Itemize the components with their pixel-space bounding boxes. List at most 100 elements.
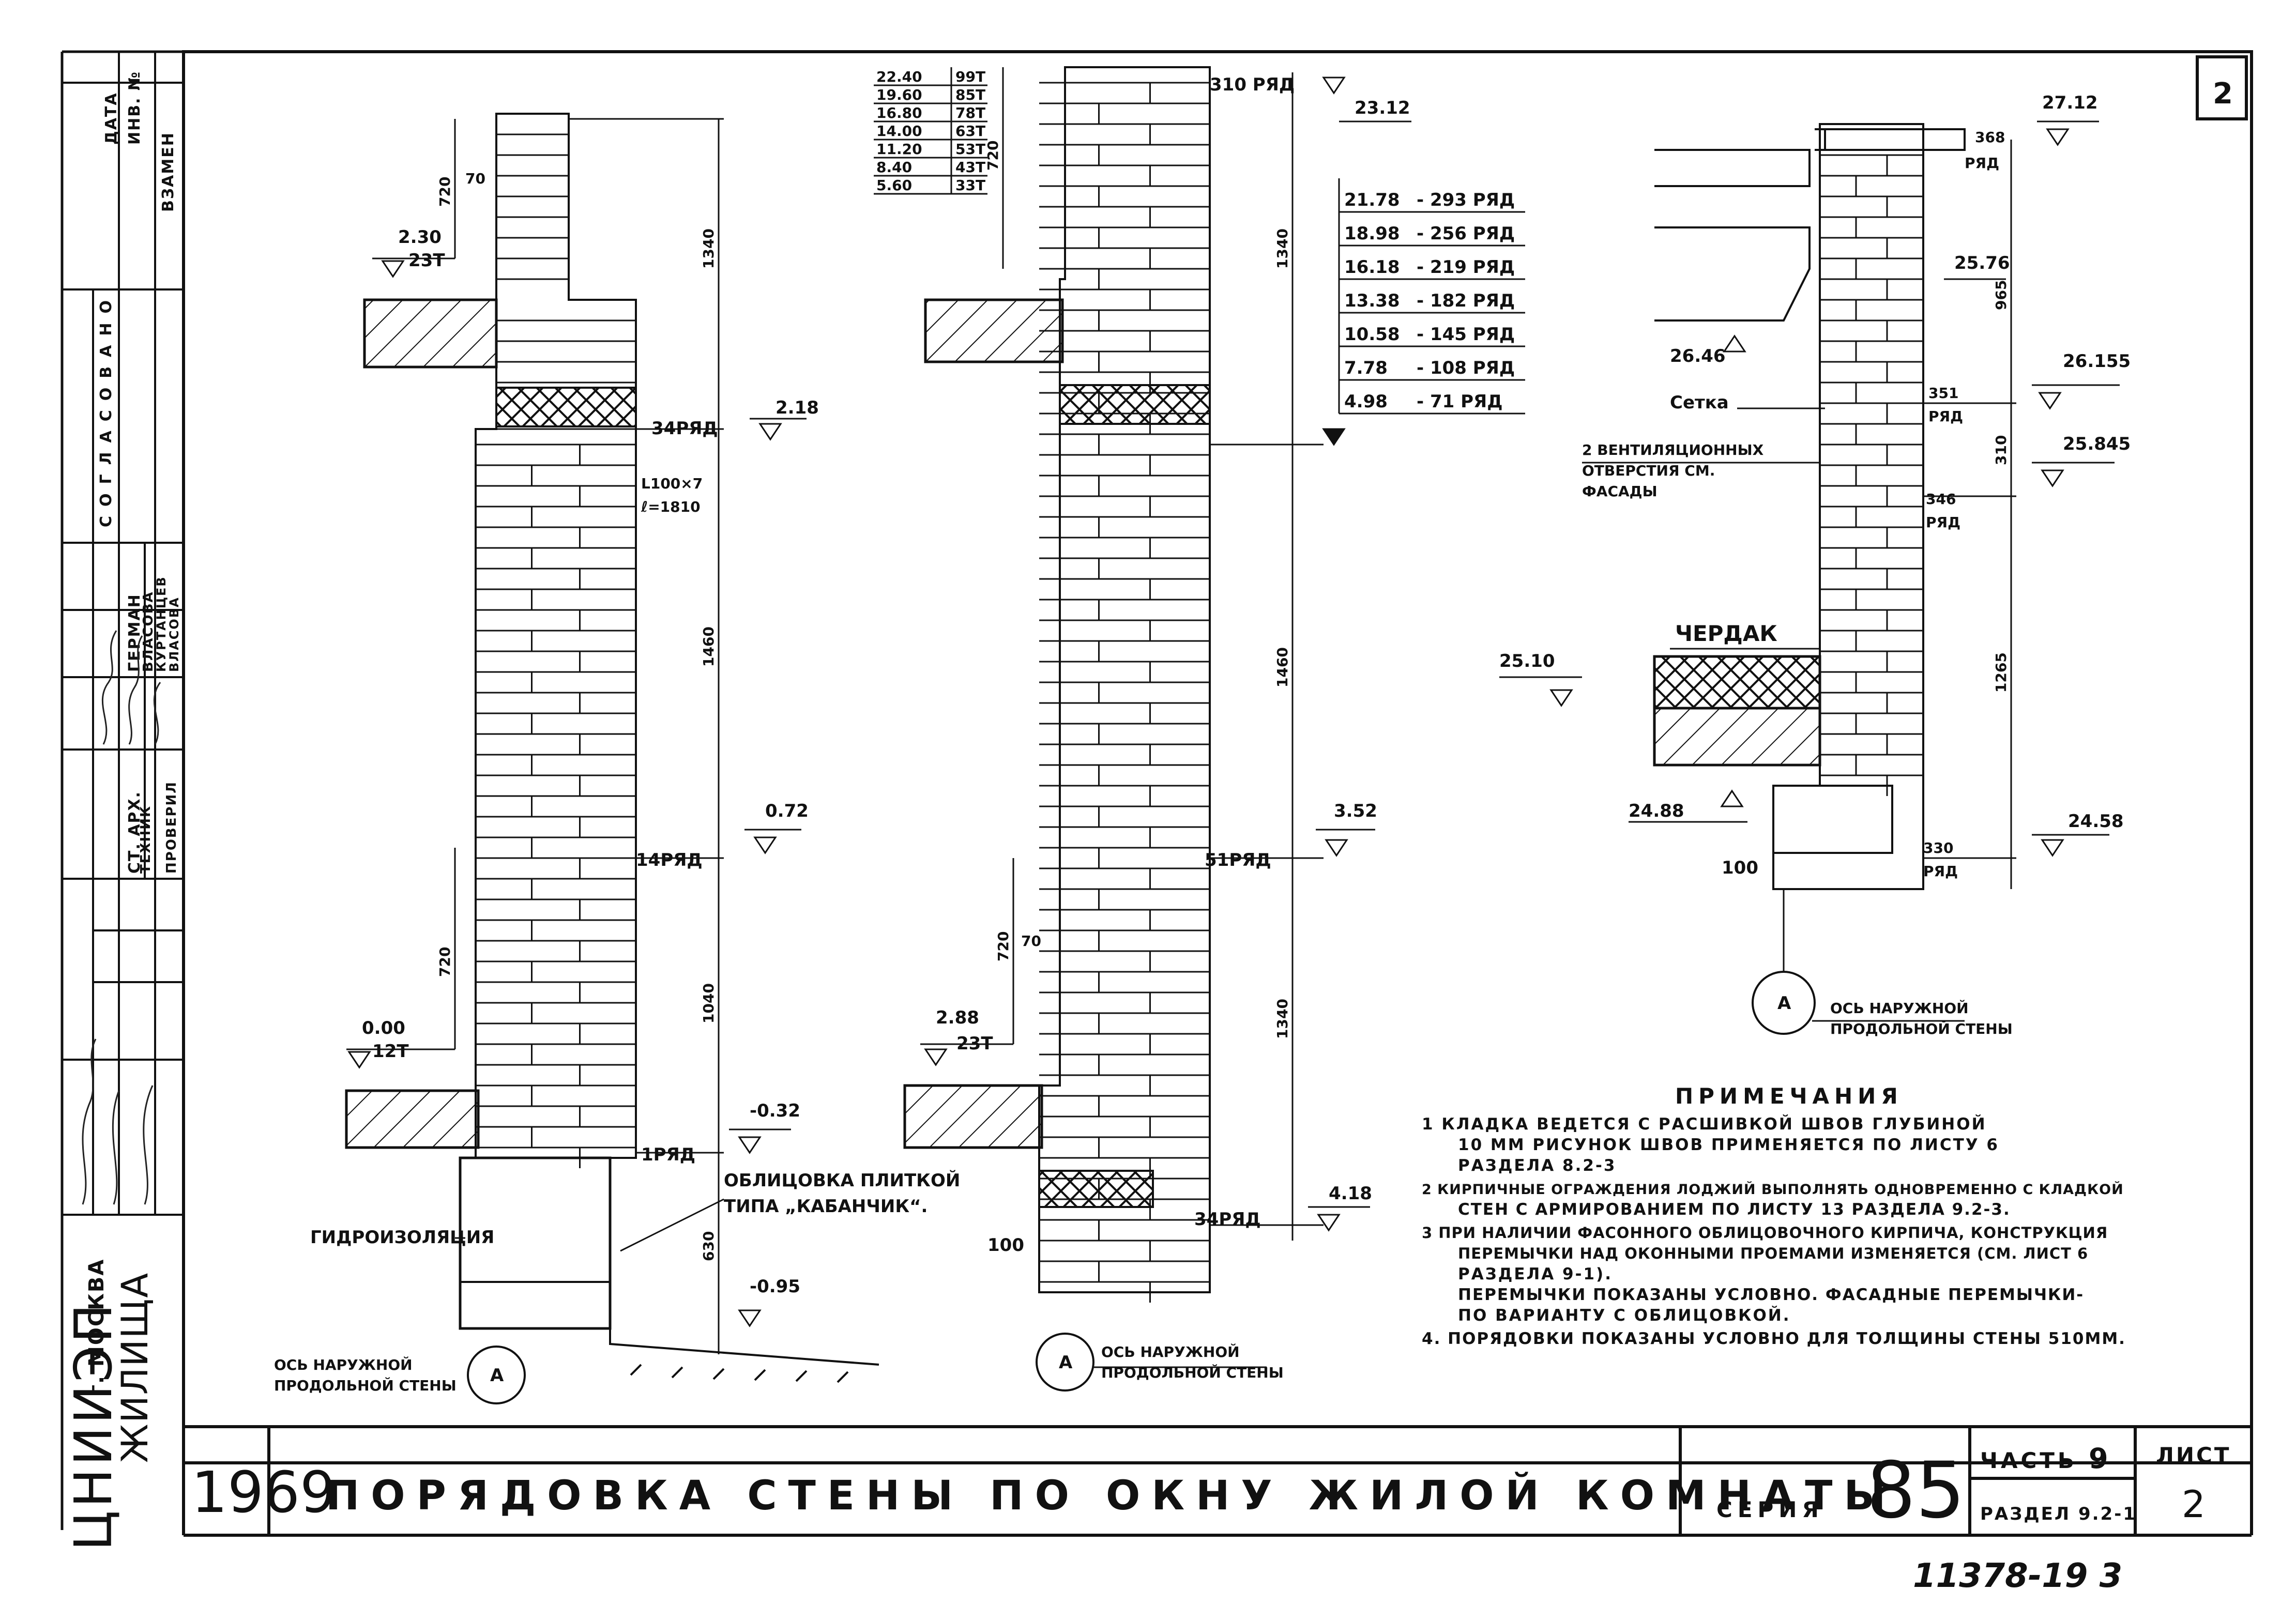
section-a-rows-23: 23Т xyxy=(408,250,445,271)
section-c-parapet-cap xyxy=(1824,128,1966,151)
note-line-10: ПО ВАРИАНТУ С ОБЛИЦОВКОЙ. xyxy=(1458,1306,1791,1325)
level-table-row-level: 16.80 xyxy=(876,104,922,121)
section-c-mesh: Сетка xyxy=(1670,392,1729,413)
notes: ПРИМЕЧАНИЯ 1 КЛАДКА ВЕДЕТСЯ С РАСШИВКОЙ … xyxy=(1422,1083,2125,1348)
level-table-row-count: 33Т xyxy=(955,177,985,194)
note-line-6: 3 ПРИ НАЛИЧИИ ФАСОННОГО ОБЛИЦОВОЧНОГО КИ… xyxy=(1422,1224,2108,1242)
note-line-4: 2 КИРПИЧНЫЕ ОГРАЖДЕНИЯ ЛОДЖИЙ ВЫПОЛНЯТЬ … xyxy=(1422,1181,2124,1198)
stamp-institute: ЦНИИЭП xyxy=(63,1301,124,1551)
section-c-lvl-2488: 24.88 xyxy=(1629,801,1684,821)
section-c-lvl-25845: 25.845 xyxy=(2063,434,2131,454)
section-b-axis-letter: А xyxy=(1059,1352,1073,1373)
section-c-vent: 2 ВЕНТИЛЯЦИОННЫХ xyxy=(1582,441,1764,458)
stamp-inv-no: ИНВ. № xyxy=(126,71,144,145)
row-table-row-count: - 256 РЯД xyxy=(1417,223,1515,244)
title-year: 1969 xyxy=(191,1459,336,1525)
section-a-small-70: 70 xyxy=(465,170,485,187)
section-a-row-14: 14РЯД xyxy=(636,850,703,870)
section-c: 368 РЯД 27.12 25.76 965 26.46 26.155 Сет… xyxy=(1499,93,2131,1037)
stamp-role-1: СТ. АРХ. xyxy=(126,791,144,874)
section-a-lvl-m095: -0.95 xyxy=(750,1276,800,1297)
section-a-lvl-230: 2.30 xyxy=(398,227,442,248)
section-a-lvl-218: 2.18 xyxy=(776,398,819,418)
section-a-top-slab xyxy=(363,298,498,369)
section-c-axis-label: ОСЬ НАРУЖНОЙ xyxy=(1830,999,1969,1017)
section-c-axis-label-2: ПРОДОЛЬНОЙ СТЕНЫ xyxy=(1830,1020,2013,1037)
section-b-dim-1460: 1460 xyxy=(1274,647,1291,687)
section-a-row-1: 1РЯД xyxy=(641,1144,695,1165)
section-c-lvl-26155: 26.155 xyxy=(2063,351,2131,372)
title-block: 1969 ПОРЯДОВКА СТЕНЫ ПО ОКНУ ЖИЛОЙ КОМНА… xyxy=(182,1425,2253,1537)
level-table-row-count: 85Т xyxy=(955,86,985,103)
section-c-row-368: 368 xyxy=(1975,129,2005,146)
section-b-row-51: 51РЯД xyxy=(1205,850,1271,870)
section-a-floor-slab xyxy=(345,1089,480,1149)
section-b-row-310: 310 РЯД xyxy=(1210,74,1295,95)
section-b-lvl-418: 4.18 xyxy=(1329,1183,1372,1204)
section-a-angle-len: ℓ=1810 xyxy=(641,498,701,515)
level-table-row-count: 78Т xyxy=(955,104,985,121)
section-a-axis-label-2: ПРОДОЛЬНОЙ СТЕНЫ xyxy=(274,1377,457,1394)
section-c-dim-1265: 1265 xyxy=(1993,652,2010,693)
row-table-row-level: 13.38 xyxy=(1344,291,1400,311)
section-a-facing-2: ТИПА „КАБАНЧИК“. xyxy=(724,1196,927,1217)
note-line-8: РАЗДЕЛА 9-1). xyxy=(1458,1265,1613,1283)
section-a-ground xyxy=(609,1328,879,1366)
title-part-value: 9 xyxy=(2089,1442,2108,1475)
sheet-frame xyxy=(60,50,2253,1530)
section-b-axis-label-2: ПРОДОЛЬНОЙ СТЕНЫ xyxy=(1101,1364,1284,1381)
level-table-row-level: 14.00 xyxy=(876,123,922,140)
row-table-row-level: 18.98 xyxy=(1344,223,1400,244)
section-c-dim-100: 100 xyxy=(1722,858,1758,878)
left-stamp: СОГЛАСОВАНО ВЗАМЕН ИНВ. № ДАТА СТ. АРХ. … xyxy=(62,52,184,1551)
section-b-dim-720-mid: 720 xyxy=(995,931,1012,961)
row-table-row-level: 4.98 xyxy=(1344,391,1388,412)
level-table-row-level: 11.20 xyxy=(876,141,922,158)
title-sheet-label: ЛИСТ xyxy=(2156,1443,2231,1468)
section-b-axis-label: ОСЬ НАРУЖНОЙ xyxy=(1101,1343,1240,1361)
section-c-dim-965: 965 xyxy=(1993,280,2010,310)
section-c-row-346: 346 xyxy=(1926,491,1956,508)
section-c-vent-3: ФАСАДЫ xyxy=(1582,483,1658,500)
level-table-row-level: 5.60 xyxy=(876,177,912,194)
stamp-date: ДАТА xyxy=(102,92,120,145)
section-a-dim-1460: 1460 xyxy=(700,626,717,667)
title-section-label: РАЗДЕЛ 9.2-1 xyxy=(1980,1504,2137,1524)
section-b-row-34: 34РЯД xyxy=(1194,1209,1261,1230)
section-a-dim-630: 630 xyxy=(700,1231,717,1261)
section-a-axis-label: ОСЬ НАРУЖНОЙ xyxy=(274,1356,413,1373)
section-b-rows-23: 23Т xyxy=(956,1033,993,1054)
handwritten-signatures xyxy=(82,630,161,1205)
section-c-row-330-b: РЯД xyxy=(1923,863,1958,880)
row-table-row-count: - 182 РЯД xyxy=(1417,291,1515,311)
level-table-row-level: 19.60 xyxy=(876,86,922,103)
section-a-axis-letter: А xyxy=(490,1365,504,1386)
section-b-lvl-288: 2.88 xyxy=(936,1007,979,1028)
section-a-dim-1040: 1040 xyxy=(700,983,717,1023)
title-text: ПОРЯДОВКА СТЕНЫ ПО ОКНУ ЖИЛОЙ КОМНАТЫ xyxy=(326,1472,1897,1519)
row-table-row-count: - 108 РЯД xyxy=(1417,358,1515,378)
section-a-lvl-000: 0.00 xyxy=(362,1018,405,1038)
section-b-row-table xyxy=(1338,178,1525,415)
section-c-attic-slab xyxy=(1653,707,1821,767)
note-line-1: 1 КЛАДКА ВЕДЕТСЯ С РАСШИВКОЙ ШВОВ ГЛУБИН… xyxy=(1422,1115,1987,1134)
section-c-attic-insulation xyxy=(1653,655,1821,710)
notes-heading: ПРИМЕЧАНИЯ xyxy=(1675,1083,1903,1109)
section-c-lvl-2712: 27.12 xyxy=(2042,93,2098,113)
section-a-lvl-072: 0.72 xyxy=(765,801,809,821)
section-a-row-34: 34РЯД xyxy=(651,418,718,439)
section-a-facing: ОБЛИЦОВКА ПЛИТКОЙ xyxy=(724,1170,960,1191)
section-b-level-table xyxy=(874,67,987,195)
note-line-5: СТЕН С АРМИРОВАНИЕМ ПО ЛИСТУ 13 РАЗДЕЛА … xyxy=(1458,1200,2011,1219)
title-part-label: ЧАСТЬ xyxy=(1980,1448,2077,1473)
section-b-lintel-row-low xyxy=(1038,1170,1154,1208)
note-line-9: ПЕРЕМЫЧКИ ПОКАЗАНЫ УСЛОВНО. ФАСАДНЫЕ ПЕР… xyxy=(1458,1286,2084,1304)
row-table-row-count: - 71 РЯД xyxy=(1417,391,1502,412)
section-a-brick-courses xyxy=(476,444,636,1168)
section-a-masonry xyxy=(475,113,637,1159)
section-b-floor-slab xyxy=(903,1084,1043,1149)
section-a-dim-720-top: 720 xyxy=(436,177,453,207)
section-b-lvl-352: 3.52 xyxy=(1334,801,1377,821)
note-line-2: 10 ММ РИСУНОК ШВОВ ПРИМЕНЯЕТСЯ ПО ЛИСТУ … xyxy=(1458,1136,1999,1154)
